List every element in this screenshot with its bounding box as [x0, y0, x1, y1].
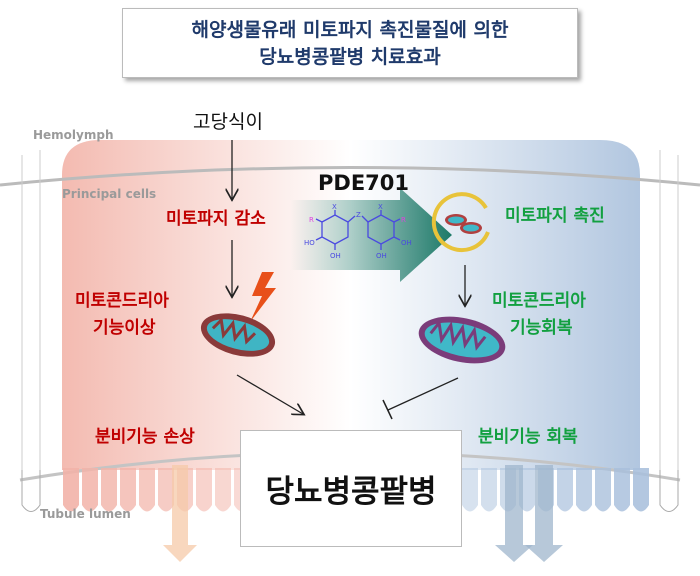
microvillus — [158, 468, 174, 512]
title-line-1: 해양생물유래 미토파지 촉진물질에 의한 — [191, 19, 509, 41]
lightning-icon — [250, 272, 276, 322]
damaged-mitochondrion-icon — [200, 313, 276, 357]
arrow-dysfunction-to-disease — [236, 374, 303, 414]
basal-edge-right — [659, 150, 679, 470]
pde701-structure-icon — [315, 210, 401, 250]
restored-secretion-arrow-2 — [525, 465, 563, 562]
struct-ho: HO — [304, 239, 315, 247]
tubule-lumen-label: Tubule lumen — [40, 507, 131, 521]
title-line-2: 당뇨병콩팥병 치료효과 — [259, 46, 441, 68]
reduced-secretion-arrow — [163, 465, 197, 562]
principal-cells-label: Principal cells — [62, 187, 157, 201]
microvillus — [462, 468, 478, 512]
microvillus — [481, 468, 497, 512]
struct-oh-right2: OH — [376, 252, 387, 260]
microvillus — [139, 468, 155, 512]
inhibit-recovery-to-disease — [387, 377, 459, 411]
struct-r-left: R — [309, 216, 314, 224]
mitophagy-decrease-label: 미토파지 감소 — [166, 209, 266, 229]
struct-z: Z — [356, 211, 361, 219]
microvillus — [82, 468, 98, 512]
pde701-label: PDE701 — [318, 171, 410, 195]
struct-oh-left: OH — [330, 252, 341, 260]
restored-secretion-arrow-1 — [495, 465, 533, 562]
microvillus — [576, 468, 592, 512]
disease-box: 당뇨병콩팥병 — [240, 430, 462, 547]
secretion-damage-label: 분비기능 손상 — [95, 427, 195, 447]
disease-label: 당뇨병콩팥병 — [265, 474, 437, 510]
high-sugar-diet-label: 고당식이 — [193, 111, 263, 133]
microvillus — [196, 468, 212, 512]
microvillus — [101, 468, 117, 512]
mitophagy-promote-label: 미토파지 촉진 — [505, 206, 605, 226]
mito-recovery-label-2: 기능회복 — [510, 318, 573, 338]
microvillus — [120, 468, 136, 512]
microvillus-outline — [21, 470, 41, 512]
apical-membrane — [0, 166, 700, 187]
mito-dysfunction-label-2: 기능이상 — [93, 318, 156, 338]
title-box: 해양생물유래 미토파지 촉진물질에 의한 당뇨병콩팥병 치료효과 — [122, 8, 578, 78]
microvillus — [63, 468, 79, 512]
cell-body — [62, 140, 640, 470]
microvillus — [614, 468, 630, 512]
inhibit-bar — [382, 399, 393, 420]
hemolymph-label: Hemolymph — [33, 128, 114, 142]
struct-x-right: X — [378, 203, 383, 211]
mito-dysfunction-label-1: 미토콘드리아 — [75, 291, 169, 311]
basal-edge-left — [21, 150, 41, 470]
struct-r-right: R — [401, 216, 406, 224]
struct-x-left: X — [332, 203, 337, 211]
struct-oh-right1: OH — [401, 239, 412, 247]
microvillus — [633, 468, 649, 512]
healthy-mitochondrion-icon — [418, 316, 506, 364]
secretion-recovery-label: 분비기능 회복 — [478, 427, 578, 447]
mitophagosome-icon — [431, 192, 490, 253]
microvillus — [557, 468, 573, 512]
microvillus-outline — [659, 470, 679, 512]
microvillus — [215, 468, 231, 512]
microvillus — [595, 468, 611, 512]
mito-recovery-label-1: 미토콘드리아 — [492, 291, 586, 311]
pde701-action-arrow — [290, 188, 452, 282]
